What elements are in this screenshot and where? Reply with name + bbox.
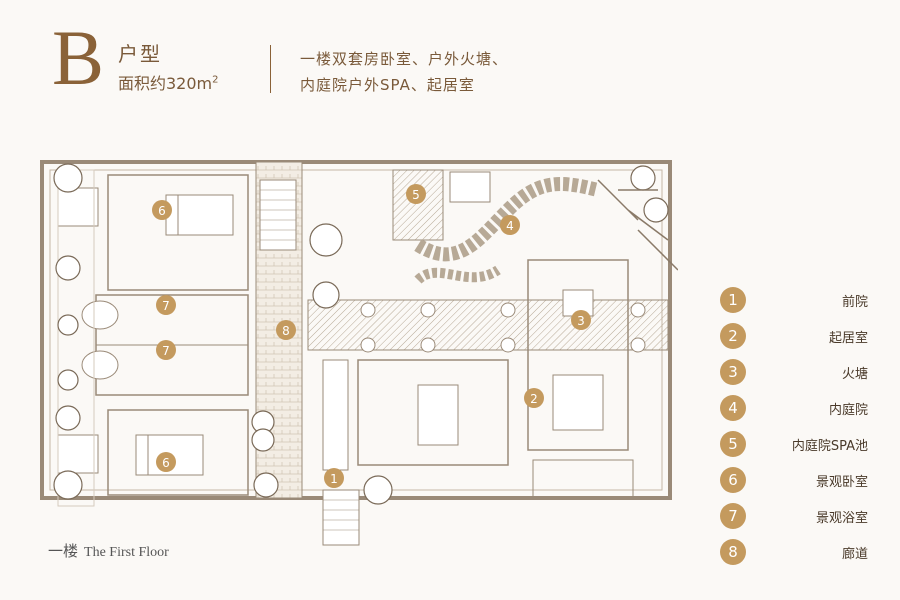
svg-text:7: 7	[162, 299, 170, 313]
legend-item: 1 前院	[720, 285, 868, 321]
entrance-steps	[322, 359, 349, 471]
legend-badge: 5	[720, 431, 746, 457]
floor-label-cn: 一楼	[48, 542, 79, 560]
legend-label: 内庭院	[828, 403, 868, 418]
legend-label: 景观浴室	[815, 511, 868, 526]
plan-marker-7a: 7	[156, 295, 176, 315]
svg-text:2: 2	[530, 392, 538, 406]
unit-type-label: 户型	[118, 42, 162, 66]
legend-item: 5 内庭院SPA池	[720, 429, 868, 465]
bathtub-2	[81, 350, 119, 380]
legend-badge: 4	[720, 395, 746, 421]
area-label: 面积约320m2	[118, 70, 219, 94]
legend-label: 前院	[841, 295, 868, 310]
dining-table	[552, 374, 604, 431]
legend-label: 景观卧室	[815, 475, 868, 490]
svg-text:6: 6	[162, 456, 170, 470]
legend-badge: 7	[720, 503, 746, 529]
legend: 1 前院 2 起居室 3 火塘 4 内庭院 5 内庭院SPA池 6 景观卧室 7 景观浴室 8 廊道	[720, 285, 868, 573]
legend-item: 4 内庭院	[720, 393, 868, 429]
legend-item: 8 廊道	[720, 537, 868, 573]
legend-badge: 2	[720, 323, 746, 349]
header-divider	[270, 45, 271, 93]
bedroom-top	[107, 174, 249, 291]
living-room	[357, 359, 509, 466]
fire-pit-area	[527, 259, 629, 451]
svg-text:3: 3	[577, 314, 585, 328]
bathtub-1	[81, 300, 119, 330]
description-line-2: 内庭院户外SPA、起居室	[300, 76, 475, 94]
floor-label-en: The First Floor	[84, 545, 169, 560]
svg-text:6: 6	[158, 204, 166, 218]
legend-label: 火塘	[841, 367, 868, 382]
svg-text:7: 7	[162, 344, 170, 358]
entrance	[322, 489, 360, 546]
legend-badge: 8	[720, 539, 746, 565]
area-text: 面积约320m	[118, 74, 213, 93]
area-superscript: 2	[212, 74, 219, 86]
large-tree	[597, 179, 678, 271]
legend-label: 内庭院SPA池	[791, 439, 868, 454]
legend-badge: 1	[720, 287, 746, 313]
legend-badge: 3	[720, 359, 746, 385]
plan-marker-5: 5	[406, 184, 426, 204]
unit-letter: B	[52, 14, 105, 101]
bedroom-bottom-bed	[147, 434, 204, 476]
left-terrace-bottom	[57, 434, 99, 474]
svg-text:5: 5	[412, 188, 420, 202]
plan-marker-6b: 6	[156, 452, 176, 472]
plan-marker-8: 8	[276, 320, 296, 340]
plan-marker-4: 4	[500, 215, 520, 235]
bedroom-top-bed	[177, 194, 234, 236]
legend-label: 廊道	[841, 547, 868, 562]
floor-plan: 1 2 3 4 5 6 6 7 7 8	[40, 160, 678, 546]
plan-marker-2: 2	[524, 388, 544, 408]
floor-label: 一楼 The First Floor	[48, 540, 169, 561]
description-line-1: 一楼双套房卧室、户外火塘、	[300, 50, 509, 68]
svg-text:4: 4	[506, 219, 514, 233]
legend-item: 6 景观卧室	[720, 465, 868, 501]
svg-text:1: 1	[330, 472, 338, 486]
trees	[53, 163, 669, 505]
spa-pool	[392, 169, 444, 241]
legend-item: 3 火塘	[720, 357, 868, 393]
plan-marker-3: 3	[571, 310, 591, 330]
legend-label: 起居室	[828, 331, 868, 346]
plan-marker-7b: 7	[156, 340, 176, 360]
plan-marker-1: 1	[324, 468, 344, 488]
legend-item: 7 景观浴室	[720, 501, 868, 537]
svg-text:8: 8	[282, 324, 290, 338]
plan-marker-6a: 6	[152, 200, 172, 220]
courtyard-path	[414, 177, 600, 262]
legend-item: 2 起居室	[720, 321, 868, 357]
left-terrace-top	[57, 187, 99, 227]
bedroom-bottom	[107, 409, 249, 496]
legend-badge: 6	[720, 467, 746, 493]
